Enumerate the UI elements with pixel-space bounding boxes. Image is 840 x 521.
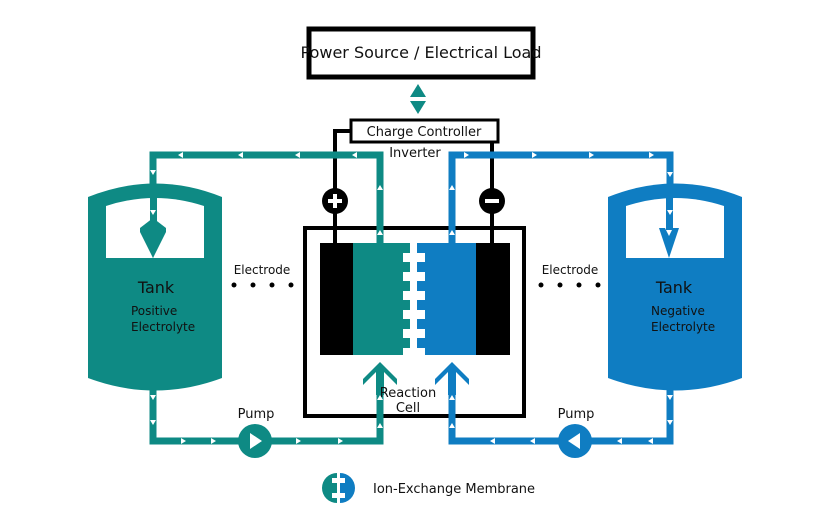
pump-icon bbox=[558, 424, 592, 458]
power-source-box: Power Source / Electrical Load bbox=[301, 26, 542, 80]
negative-inflow-arrow bbox=[435, 362, 469, 395]
tank-left-title: Tank bbox=[137, 278, 175, 297]
electrode-right-label: Electrode bbox=[542, 263, 599, 277]
electrode-left-label: Electrode bbox=[234, 263, 291, 277]
negative-half-cell bbox=[417, 243, 476, 355]
inverter-label: Inverter bbox=[389, 146, 441, 161]
electrode-negative bbox=[476, 243, 510, 355]
electrode-left-dots bbox=[231, 282, 294, 288]
reaction-cell-label-2: Cell bbox=[396, 401, 420, 416]
tank-negative bbox=[608, 183, 742, 391]
plus-circle-icon bbox=[322, 188, 348, 214]
electrode-positive bbox=[320, 243, 353, 355]
positive-inflow-arrow bbox=[363, 362, 397, 395]
tank-right-line2: Electrolyte bbox=[651, 320, 715, 334]
tank-left-line2: Electrolyte bbox=[131, 320, 195, 334]
double-arrow-icon bbox=[410, 84, 426, 114]
positive-half-cell bbox=[353, 243, 410, 355]
power-source-label: Power Source / Electrical Load bbox=[301, 43, 542, 62]
ion-exchange-membrane-icon bbox=[322, 473, 355, 503]
legend-label: Ion-Exchange Membrane bbox=[373, 482, 535, 497]
pump-right-label: Pump bbox=[558, 407, 595, 422]
charge-controller-box: Charge Controller bbox=[349, 118, 500, 144]
pump-icon bbox=[238, 424, 272, 458]
minus-circle-icon bbox=[479, 188, 505, 214]
tank-left-line1: Positive bbox=[131, 304, 177, 318]
flow-markers bbox=[150, 152, 673, 444]
reaction-cell-box bbox=[303, 226, 526, 418]
tank-right-title: Tank bbox=[655, 278, 693, 297]
reaction-cell-label-1: Reaction bbox=[380, 386, 436, 401]
electrode-right-dots bbox=[538, 282, 601, 288]
pump-left-label: Pump bbox=[238, 407, 275, 422]
tank-right-line1: Negative bbox=[651, 304, 705, 318]
charge-controller-label: Charge Controller bbox=[367, 125, 482, 140]
